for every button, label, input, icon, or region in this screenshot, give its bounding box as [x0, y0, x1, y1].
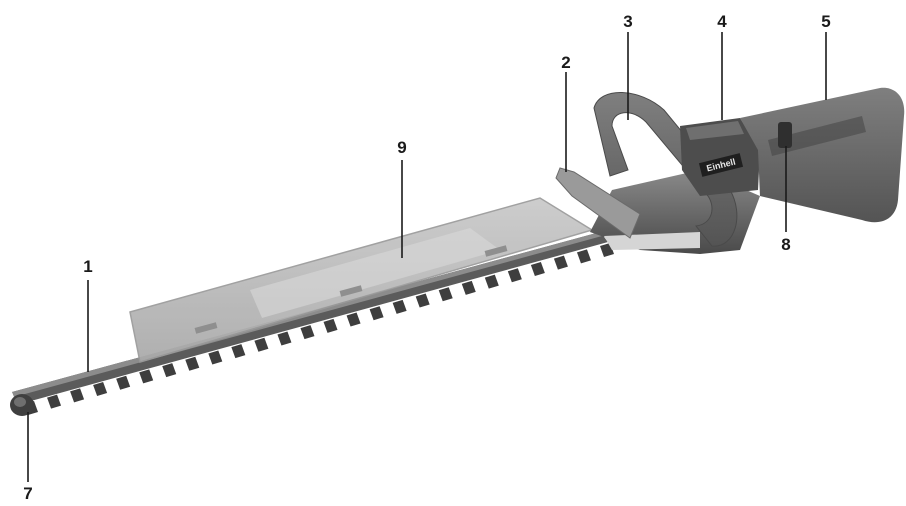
blade-tooth	[461, 280, 476, 295]
blade-tooth	[507, 268, 522, 283]
blade-tooth	[47, 394, 62, 409]
callout-1: 1	[83, 257, 92, 276]
callout-2: 2	[561, 53, 570, 72]
rear-handle	[740, 87, 905, 223]
callout-9: 9	[397, 138, 406, 157]
on-off-switch	[778, 122, 792, 148]
blade-tooth	[162, 363, 177, 378]
blade-tooth	[530, 261, 545, 276]
blade-teeth	[24, 243, 614, 415]
blade-tooth	[553, 255, 568, 270]
callout-4: 4	[717, 12, 727, 31]
blade-guard	[129, 197, 594, 363]
hand-guard	[555, 167, 641, 239]
blade-tooth	[392, 299, 407, 314]
blade-tooth	[254, 337, 269, 352]
callout-3: 3	[623, 12, 632, 31]
blade-bar	[10, 232, 614, 416]
battery-receptacle: Einhell	[680, 118, 760, 196]
blade-tooth	[231, 344, 246, 359]
blade-tooth	[208, 350, 223, 365]
blade-tooth	[576, 249, 591, 264]
blade-tooth	[300, 325, 315, 340]
blade-tooth	[415, 293, 430, 308]
blade-tooth	[139, 369, 154, 384]
blade-tooth	[70, 388, 85, 403]
blade-tooth	[277, 331, 292, 346]
blade-tooth	[185, 356, 200, 371]
blade-tooth	[323, 318, 338, 333]
callout-5: 5	[821, 12, 830, 31]
callout-7: 7	[23, 484, 32, 503]
blade-tooth	[438, 287, 453, 302]
blade-tooth	[484, 274, 499, 289]
blade-tooth	[369, 306, 384, 321]
callout-8: 8	[781, 235, 790, 254]
blade-tooth	[93, 382, 108, 397]
blade-tooth	[116, 375, 131, 390]
blade-tooth	[346, 312, 361, 327]
